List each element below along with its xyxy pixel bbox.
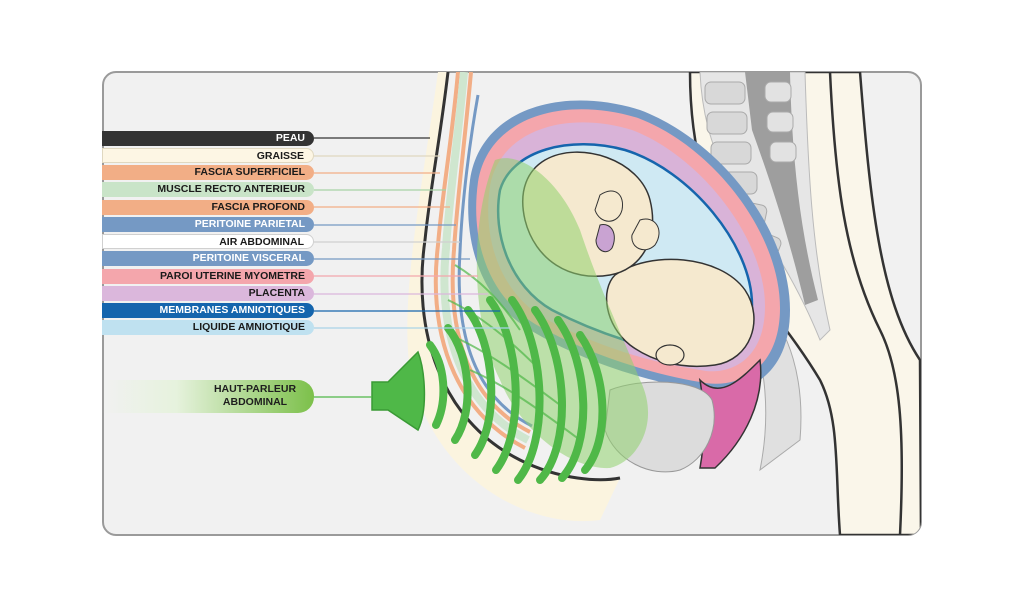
label-peau: PEAU [102,131,314,146]
label-haut-parleur-abdominal: HAUT-PARLEUR ABDOMINAL [102,380,314,413]
label-peritoine-visceral: PERITOINE VISCERAL [102,251,314,266]
label-muscle-recto-anterieur: MUSCLE RECTO ANTERIEUR [102,182,314,197]
speaker-icon [371,350,426,432]
label-paroi-uterine-myometre: PAROI UTERINE MYOMETRE [102,269,314,284]
label-peritoine-parietal: PERITOINE PARIETAL [102,217,314,232]
label-liquide-amniotique: LIQUIDE AMNIOTIQUE [102,320,314,335]
label-graisse: GRAISSE [102,148,314,163]
label-membranes-amniotiques: MEMBRANES AMNIOTIQUES [102,303,314,318]
label-fascia-profond: FASCIA PROFOND [102,200,314,215]
spine [688,72,921,535]
speaker-label-line2: ABDOMINAL [222,396,288,408]
label-placenta: PLACENTA [102,286,314,301]
leader-lines [314,137,510,398]
sound-waves-icon [426,296,607,484]
label-air-abdominal: AIR ABDOMINAL [102,234,314,249]
label-fascia-superficiel: FASCIA SUPERFICIEL [102,165,314,180]
speaker-label-line1: HAUT-PARLEUR [213,383,297,395]
sound-propagation-detail [447,264,581,441]
